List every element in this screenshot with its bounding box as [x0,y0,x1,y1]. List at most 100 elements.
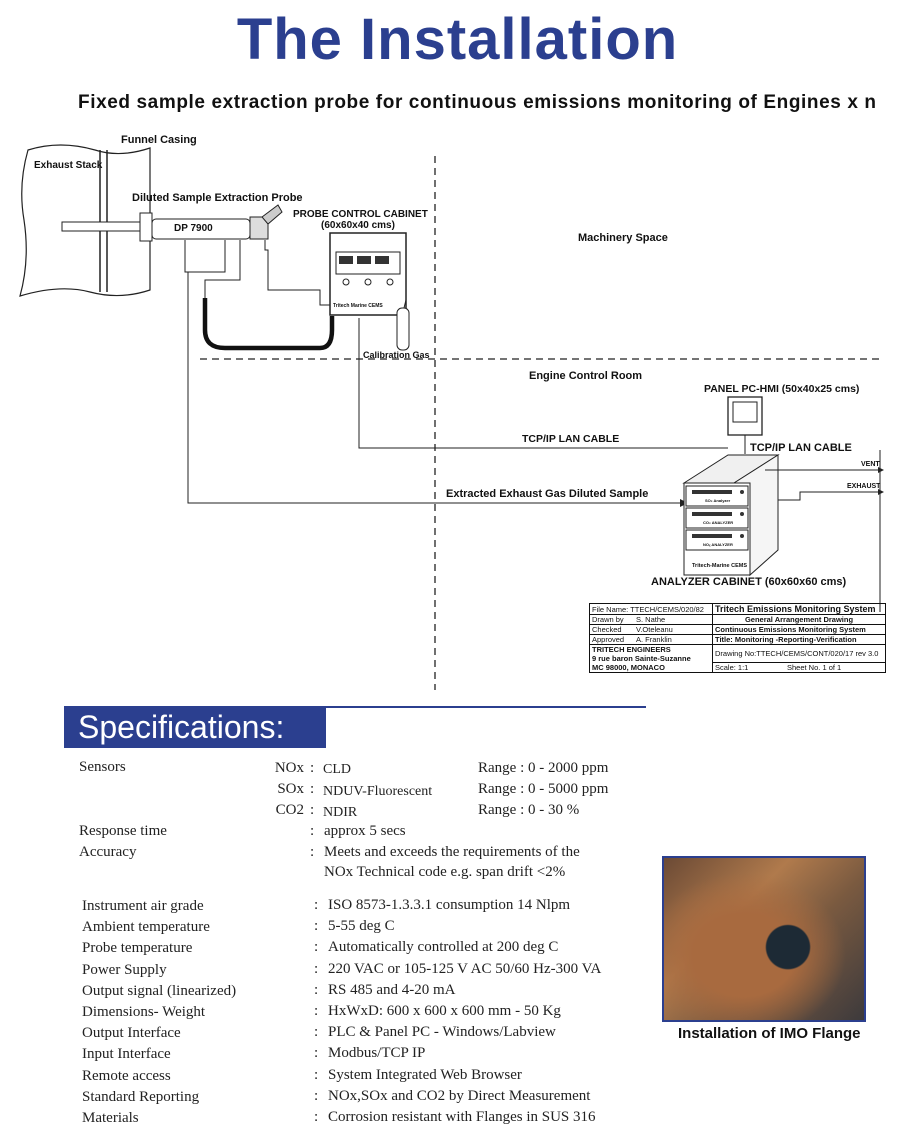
photo-caption: Installation of IMO Flange [678,1025,861,1042]
spec-value: ISO 8573-1.3.3.1 consumption 14 Nlpm [328,897,571,913]
analyzer-label-so2: SO₂ Analyzer [705,498,731,503]
sensor-range-sox: Range : 0 - 5000 ppm [478,781,609,797]
spec-row: Remote access:System Integrated Web Brow… [82,1066,522,1084]
system-name-cell: Tritech Emissions Monitoring System [712,603,886,615]
installation-diagram [19,144,884,690]
spec-row: Output signal (linearized):RS 485 and 4-… [82,981,456,999]
spec-row: Probe temperature:Automatically controll… [82,939,559,957]
checked-label: Checked [592,625,622,634]
spec-label: Ambient temperature [82,919,210,936]
drawing-subject-cell: Continuous Emissions Monitoring System [712,624,886,635]
accuracy-label: Accuracy [79,844,137,860]
accuracy-value-line-2: NOx Technical code e.g. span drift <2% [324,864,566,880]
spec-label: Output Interface [82,1025,181,1042]
spec-value: Automatically controlled at 200 deg C [328,939,559,956]
drawing-title-cell: Title: Monitoring -Reporting-Verificatio… [712,634,886,645]
probe-cabinet-size: (60x60x40 cms) [321,220,395,231]
sensor-gas-nox: NOx [274,760,304,776]
sheet-value: Sheet No. 1 of 1 [787,662,842,672]
spec-row: Output Interface:PLC & Panel PC - Window… [82,1024,556,1042]
spec-row: Standard Reporting:NOx,SOx and CO2 by Di… [82,1087,591,1105]
analyzer-cabinet-label: ANALYZER CABINET (60x60x60 cms) [651,576,847,588]
spec-label: Output signal (linearized) [82,982,237,999]
sensor-sep-co2: : [310,802,315,818]
probe-label: Diluted Sample Extraction Probe [132,192,303,204]
spec-row: Materials:Corrosion resistant with Flang… [82,1108,596,1126]
spec-value: 5-55 deg C [328,918,395,935]
spec-value: PLC & Panel PC - Windows/Labview [328,1024,556,1041]
sensor-range-nox: Range : 0 - 2000 ppm [478,760,609,776]
scale-value: Scale: 1:1 [715,662,749,672]
calibration-gas-label: Calibration Gas [363,350,430,360]
funnel-casing-label: Funnel Casing [121,134,197,146]
spec-rows: Instrument air grade:ISO 8573-1.3.3.1 co… [82,897,662,1130]
exhaust-stack-shape [19,144,151,297]
drawing-type-cell: General Arrangement Drawing [712,614,886,625]
analyzer-label-co2: CO₂ ANALYZER [703,520,734,525]
lan-cable-label-1: TCP/IP LAN CABLE [522,433,620,445]
page-title: The Installation [236,7,679,72]
analyzer-brand: Tritech-Marine CEMS [692,563,748,569]
accuracy-sep: : [310,844,315,860]
spec-label: Materials [82,1109,139,1126]
file-name-cell: File Name: TTECH/CEMS/020/82 [589,603,713,615]
company-address-1: 9 rue baron Sainte-Suzanne [592,654,691,663]
drawn-by-label: Drawn by [592,615,624,624]
spec-value: NOx,SOx and CO2 by Direct Measurement [328,1087,591,1104]
machinery-space-label: Machinery Space [578,232,668,244]
analyzer-label-nox: NOₓ ANALYZER [703,542,733,547]
sensor-sep-sox: : [310,781,315,797]
checked-value: V.Oteleanu [636,625,673,634]
engine-control-room-label: Engine Control Room [529,370,643,382]
sensor-gas-sox: SOx [277,781,304,797]
panel-pc-label: PANEL PC-HMI (50x40x25 cms) [704,383,860,395]
company-address-2: MC 98000, MONACO [592,663,665,672]
spec-row: Input Interface:Modbus/TCP IP [82,1045,426,1063]
spec-value: System Integrated Web Browser [328,1066,522,1083]
extracted-sample-label: Extracted Exhaust Gas Diluted Sample [446,488,649,500]
specifications-rule [326,706,646,708]
imo-flange-photo [662,856,866,1022]
spec-value: Corrosion resistant with Flanges in SUS … [328,1108,596,1125]
spec-row: Ambient temperature:5-55 deg C [82,918,395,936]
exhaust-label: EXHAUST [847,483,881,490]
sensor-gas-co2: CO2 [275,802,304,818]
spec-label: Remote access [82,1067,171,1084]
specifications-heading: Specifications: [64,706,326,748]
spec-value: Modbus/TCP IP [328,1045,426,1062]
spec-row: Power Supply:220 VAC or 105-125 V AC 50/… [82,960,602,978]
spec-value: 220 VAC or 105-125 V AC 50/60 Hz-300 VA [328,960,602,977]
drawing-no-cell: Drawing No:TTECH/CEMS/CONT/020/17 rev 3.… [712,644,886,663]
spec-value: RS 485 and 4-20 mA [328,981,456,998]
response-time-label: Response time [79,823,167,839]
response-time-sep: : [310,823,315,839]
probe-cabinet-brand: Tritech Marine CEMS [333,303,383,309]
sensor-method-nox: CLD [323,762,351,777]
probe-cabinet-label: PROBE CONTROL CABINET [293,209,428,220]
sensor-range-co2: Range : 0 - 30 % [478,802,580,818]
exhaust-stack-label: Exhaust Stack [34,160,103,171]
vent-label: VENT [861,461,880,468]
drawn-by-value: S. Nathe [636,615,666,624]
spec-label: Dimensions- Weight [82,1003,206,1020]
spec-label: Probe temperature [82,940,193,957]
spec-label: Instrument air grade [82,898,204,914]
probe-model-label: DP 7900 [174,223,213,234]
approved-label: Approved [592,635,625,644]
spec-value: HxWxD: 600 x 600 x 600 mm - 50 Kg [328,1002,561,1019]
spec-row: Dimensions- Weight:HxWxD: 600 x 600 x 60… [82,1002,561,1020]
lan-cable-label-2: TCP/IP LAN CABLE [750,442,852,454]
drawing-title-block: File Name: TTECH/CEMS/020/82 Tritech Emi… [589,603,886,674]
spec-label: Input Interface [82,1046,171,1063]
spec-label: Standard Reporting [82,1088,200,1105]
accuracy-value-line-1: Meets and exceeds the requirements of th… [324,844,580,860]
page-subtitle: Fixed sample extraction probe for contin… [78,92,877,113]
spec-row: Instrument air grade:ISO 8573-1.3.3.1 co… [82,897,571,914]
sensor-sep-nox: : [310,760,315,776]
sensors-label: Sensors [79,759,126,775]
sensor-method-sox: NDUV-Fluorescent [323,784,433,799]
sensor-method-co2: NDIR [323,805,358,820]
company-name: TRITECH ENGINEERS [592,645,671,654]
response-time-value: approx 5 secs [324,823,406,839]
spec-label: Power Supply [82,961,167,978]
